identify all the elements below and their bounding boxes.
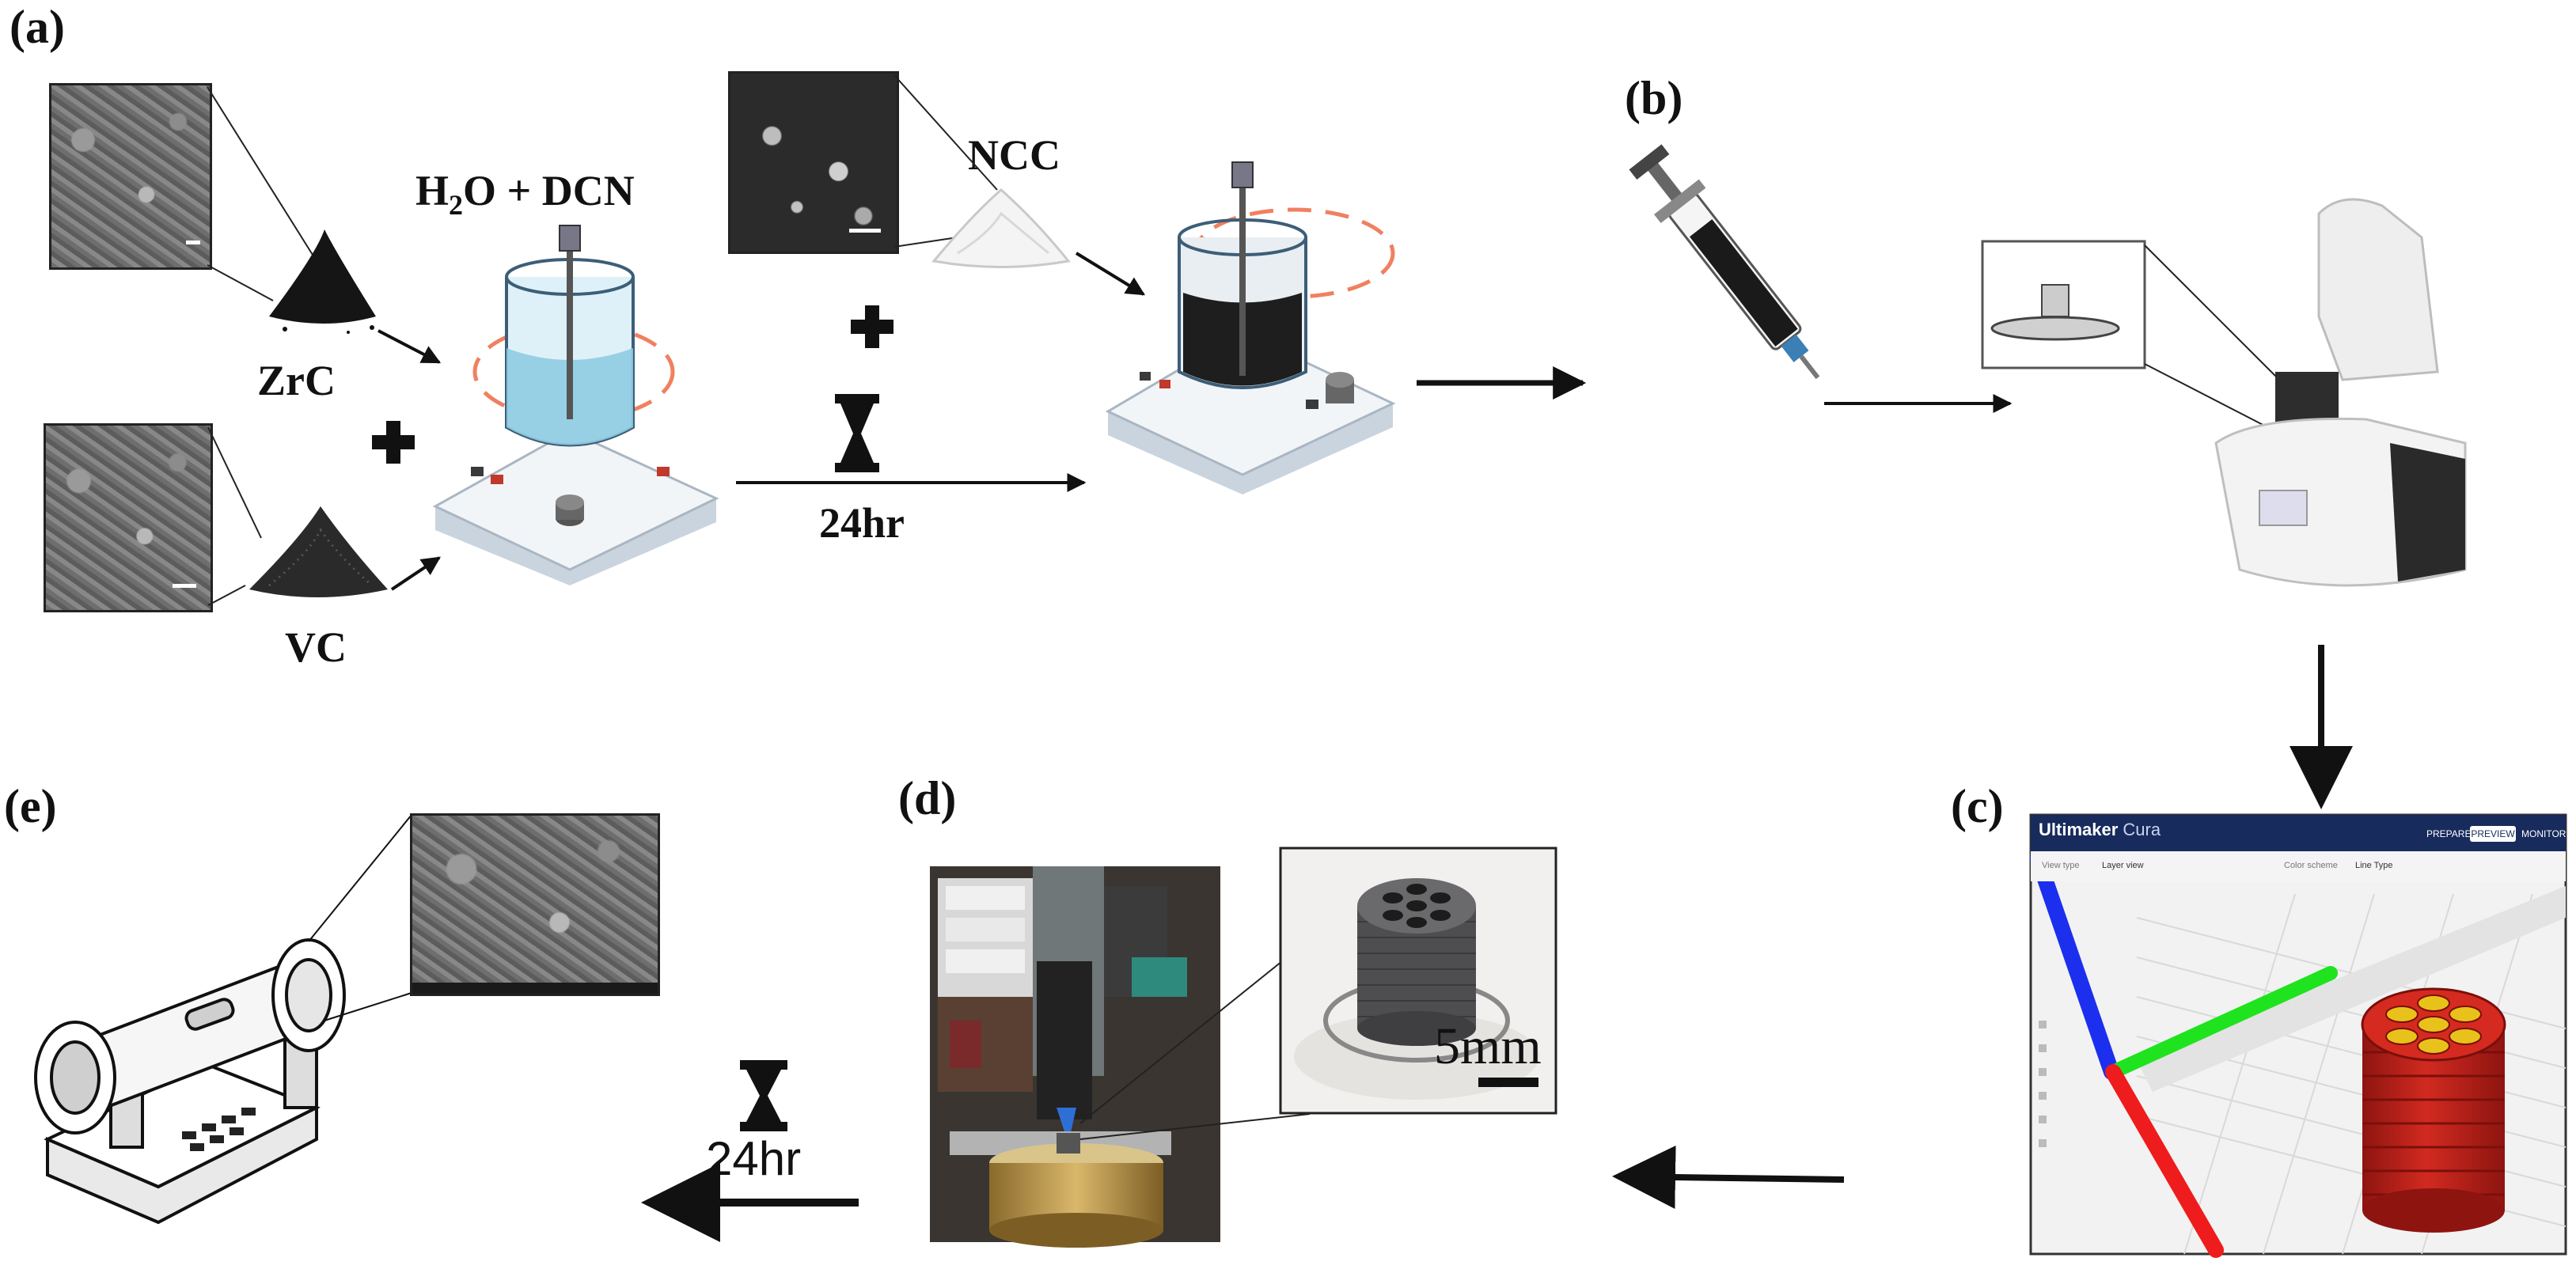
ncc-sem-image — [728, 71, 899, 254]
panel-label-d: (d) — [898, 772, 957, 824]
cura-titlebar: Ultimaker Cura PREPARE PREVIEW MONITOR — [2031, 815, 2566, 851]
printed-part-photo — [1279, 847, 1557, 1115]
stirrer-icon — [432, 225, 719, 585]
cura-tab-monitor[interactable]: MONITOR — [2521, 828, 2566, 839]
cura-tab-prepare[interactable]: PREPARE — [2426, 828, 2472, 839]
cura-tab-preview[interactable]: PREVIEW — [2470, 826, 2516, 842]
plus-icon — [851, 305, 893, 348]
mix-time-label: 24hr — [819, 499, 905, 547]
view-type-label: View type — [2042, 861, 2080, 870]
panel-label-e: (e) — [4, 780, 57, 832]
zrc-sem-image — [49, 83, 212, 270]
cura-viewport — [2029, 813, 2567, 1258]
panel-label-c: (c) — [1951, 780, 2004, 832]
cura-app-title: Ultimaker Cura — [2039, 820, 2161, 839]
cura-header: Ultimaker Cura PREPARE PREVIEW MONITOR V… — [2031, 815, 2566, 881]
zrc-label: ZrC — [257, 357, 336, 404]
panel-label-a: (a) — [9, 1, 65, 53]
printer-photo — [930, 866, 1311, 1248]
rheometer-icon — [1981, 198, 2467, 587]
solvent-label: H2O + DCN — [415, 167, 635, 221]
zrc-powder-pile-icon — [269, 229, 376, 334]
sintered-sem-image — [410, 813, 660, 996]
color-scheme-label: Color scheme — [2284, 861, 2338, 870]
vc-label: VC — [285, 623, 347, 671]
cure-time-label: 24hr — [706, 1132, 802, 1185]
stirrer-icon — [1105, 161, 1396, 494]
hourglass-icon — [740, 1060, 787, 1131]
syringe-icon — [1629, 144, 1820, 380]
vc-powder-pile-icon — [249, 506, 388, 597]
ncc-powder-pile-icon — [931, 188, 1071, 268]
ncc-label: NCC — [968, 131, 1060, 179]
hourglass-icon — [835, 394, 879, 472]
view-type-select[interactable]: Layer view — [2102, 861, 2144, 870]
color-scheme-select[interactable]: Line Type — [2355, 861, 2393, 870]
cura-view-toolbar: View type Layer view Color scheme Line T… — [2031, 851, 2566, 881]
tube-furnace-icon — [34, 814, 412, 1225]
plus-icon — [372, 421, 415, 464]
scale-bar-label: 5mm — [1434, 1017, 1542, 1075]
panel-label-b: (b) — [1625, 72, 1683, 124]
vc-sem-image — [44, 423, 213, 612]
